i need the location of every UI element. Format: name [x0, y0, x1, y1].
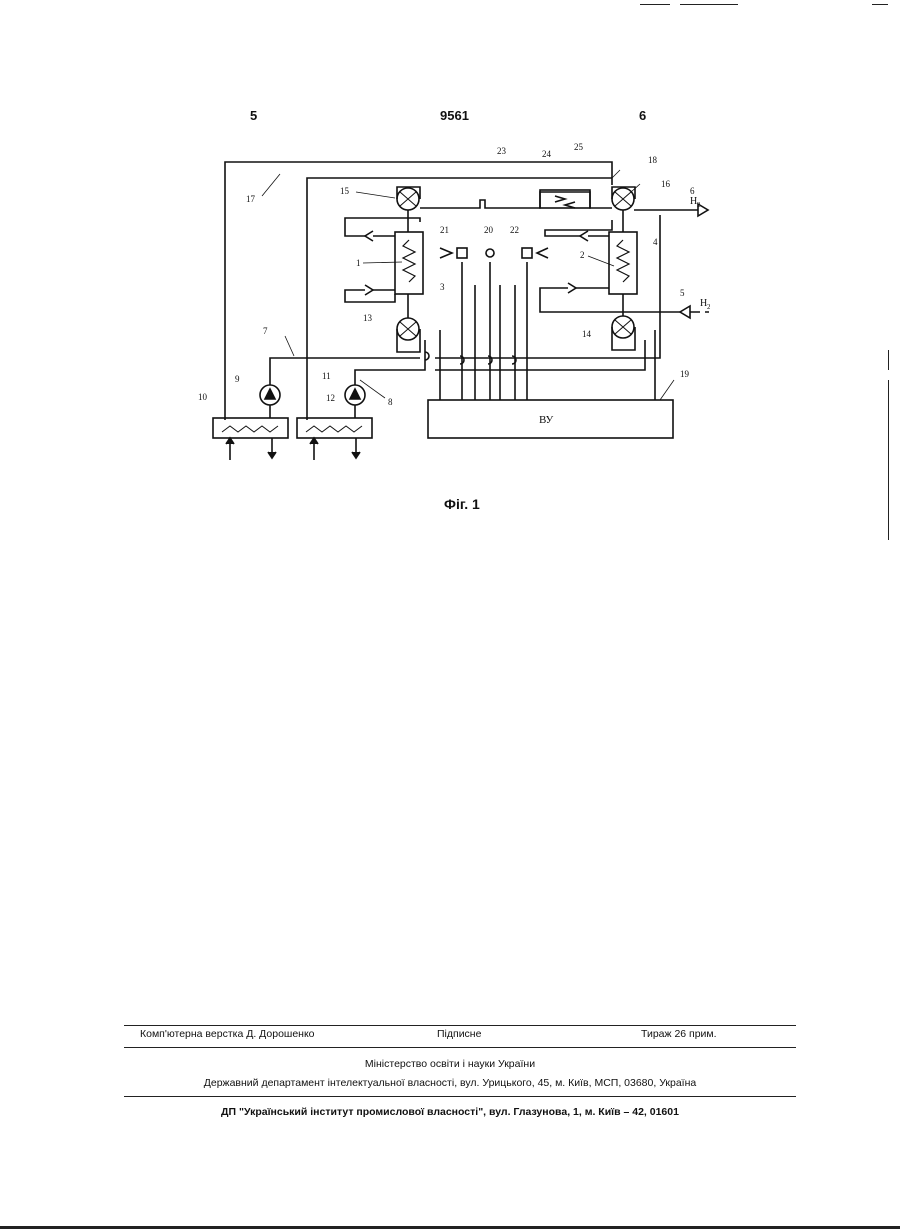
scan-mark — [872, 4, 888, 5]
label-13: 13 — [363, 313, 373, 323]
scan-mark — [680, 4, 738, 5]
footer-rule-top — [124, 1025, 796, 1026]
page-number-right: 6 — [639, 108, 646, 123]
page-number-left: 5 — [250, 108, 257, 123]
label-6: 6 — [690, 186, 695, 196]
h2-out-sub: 2 — [697, 201, 701, 209]
label-20: 20 — [484, 225, 494, 235]
label-12: 12 — [326, 393, 335, 403]
tank-12 — [297, 418, 372, 438]
line-23 — [420, 192, 612, 208]
sensor-20 — [486, 249, 494, 257]
label-7: 7 — [263, 326, 268, 336]
label-17: 17 — [246, 194, 256, 204]
footer-ministry: Міністерство освіти і науки України — [0, 1058, 900, 1070]
footer-circulation: Тираж 26 прим. — [641, 1028, 717, 1040]
label-9: 9 — [235, 374, 240, 384]
line-7 — [270, 358, 420, 385]
scan-mark — [888, 380, 889, 540]
figure-caption: Фіг. 1 — [444, 496, 480, 512]
control-unit-label: ВУ — [539, 414, 553, 426]
label-25: 25 — [574, 142, 584, 152]
label-2: 2 — [580, 250, 585, 260]
scan-mark — [640, 4, 670, 5]
line-18 — [307, 178, 612, 420]
label-19: 19 — [680, 369, 690, 379]
scan-mark — [888, 350, 889, 370]
label-1: 1 — [356, 258, 361, 268]
label-4: 4 — [653, 237, 658, 247]
label-14: 14 — [582, 329, 592, 339]
footer-rule-bottom — [124, 1096, 796, 1097]
label-18: 18 — [648, 155, 658, 165]
line-8 — [355, 340, 425, 385]
label-10: 10 — [198, 392, 208, 402]
label-15: 15 — [340, 186, 350, 196]
tank-10 — [213, 418, 288, 438]
label-23: 23 — [497, 146, 507, 156]
label-8: 8 — [388, 397, 393, 407]
footer-institute: ДП "Український інститут промислової вла… — [0, 1106, 900, 1118]
hydride-reactor-1 — [395, 232, 423, 294]
footer-signed: Підписне — [437, 1028, 481, 1040]
label-21: 21 — [440, 225, 449, 235]
footer-rule-mid — [124, 1047, 796, 1048]
label-22: 22 — [510, 225, 519, 235]
footer-layout: Комп'ютерна верстка Д. Дорошенко — [140, 1028, 315, 1040]
sensor-21 — [457, 248, 467, 258]
h2-in-sub: 2 — [707, 303, 710, 311]
sensor-22 — [522, 248, 532, 258]
label-16: 16 — [661, 179, 671, 189]
hydride-reactor-2 — [609, 232, 637, 294]
label-3: 3 — [440, 282, 445, 292]
label-5: 5 — [680, 288, 685, 298]
label-24: 24 — [542, 149, 552, 159]
footer-department: Державний департамент інтелектуальної вл… — [0, 1077, 900, 1089]
schematic-diagram: 17 15 23 24 25 18 16 6 21 20 22 1 2 3 4 … — [190, 138, 710, 468]
bottom-border — [0, 1226, 900, 1229]
patent-number: 9561 — [440, 108, 469, 123]
label-11: 11 — [322, 371, 331, 381]
